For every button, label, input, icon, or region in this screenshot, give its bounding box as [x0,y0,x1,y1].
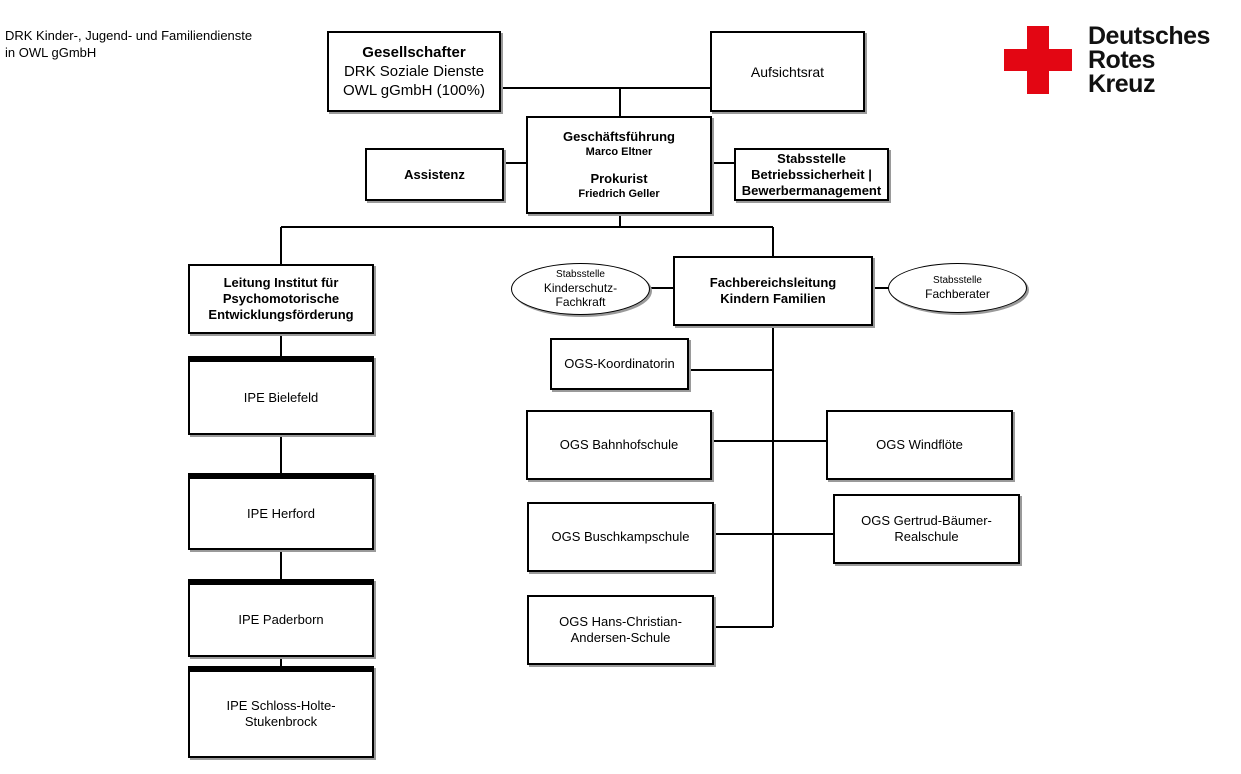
organization-name: DRK Kinder-, Jugend- und Familiendienste… [5,27,252,61]
stabsstelle-betriebssicherheit-box: Stabsstelle Betriebssicherheit | Bewerbe… [734,148,889,201]
ogs-hans-christian-andersen-box: OGS Hans-Christian- Andersen-Schule [527,595,714,665]
organization-name-line1: DRK Kinder-, Jugend- und Familiendienste [5,28,253,43]
leitung-institut-box: Leitung Institut für Psychomotorische En… [188,264,374,334]
assistenz-box: Assistenz [365,148,504,201]
red-cross-logo: Deutsches Rotes Kreuz [1004,22,1234,98]
ipe-herford-box: IPE Herford [188,473,374,550]
ogs-gertrud-baeumer-box: OGS Gertrud-Bäumer- Realschule [833,494,1020,564]
ogs-bahnhofschule-box: OGS Bahnhofschule [526,410,712,480]
ipe-paderborn-box: IPE Paderborn [188,579,374,657]
aufsichtsrat-box: Aufsichtsrat [710,31,865,112]
ogs-buschkampschule-box: OGS Buschkampschule [527,502,714,572]
ipe-schloss-holte-box: IPE Schloss-Holte- Stukenbrock [188,666,374,758]
logo-text: Deutsches Rotes Kreuz [1088,22,1210,98]
ogs-koordinatorin-box: OGS-Koordinatorin [550,338,689,390]
ipe-bielefeld-box: IPE Bielefeld [188,356,374,435]
stabsstelle-fachberater-oval: Stabsstelle Fachberater [888,263,1027,313]
red-cross-icon [1004,26,1072,94]
ogs-windfloete-box: OGS Windflöte [826,410,1013,480]
organization-name-line2: in OWL gGmbH [5,45,97,60]
gesellschafter-box: Gesellschafter DRK Soziale Dienste OWL g… [327,31,501,112]
fachbereichsleitung-box: Fachbereichsleitung Kindern Familien [673,256,873,326]
stabsstelle-kinderschutz-oval: Stabsstelle Kinderschutz- Fachkraft [511,263,650,315]
geschaeftsfuehrung-box: Geschäftsführung Marco Eltner Prokurist … [526,116,712,214]
